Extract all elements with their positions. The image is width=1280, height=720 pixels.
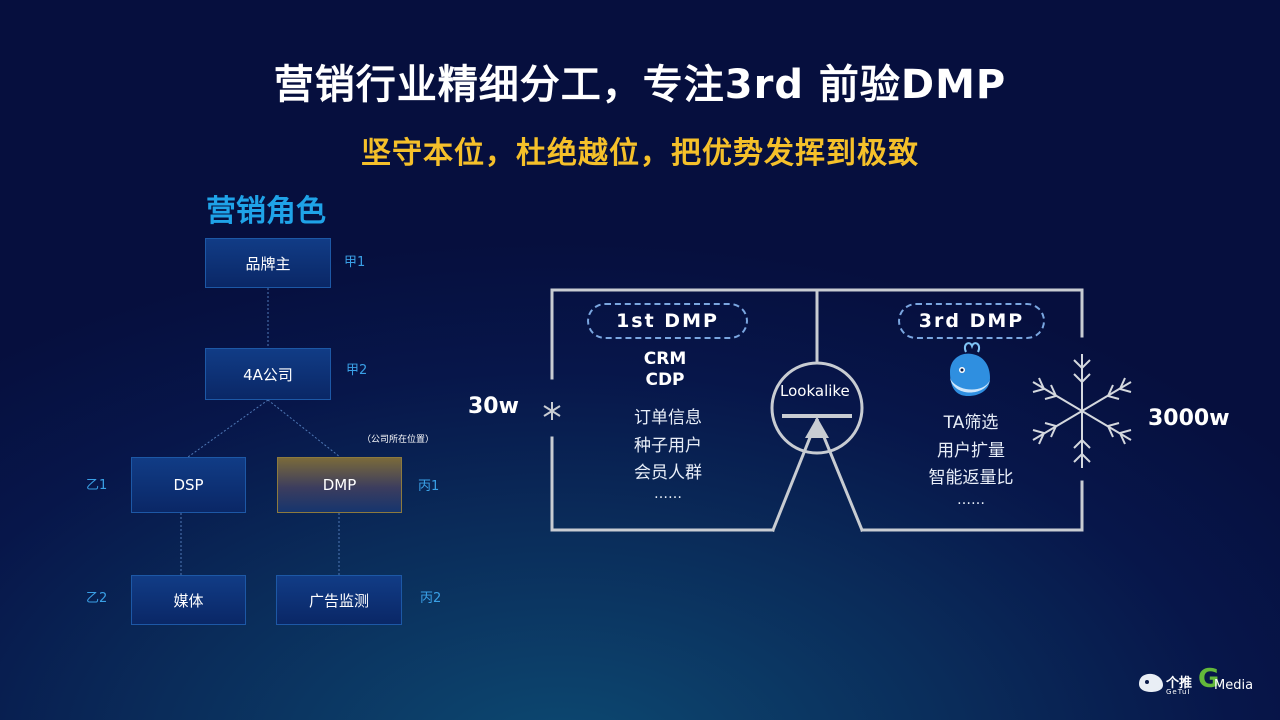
big-snowflake-icon: [1033, 354, 1131, 468]
left-item-order: 订单信息: [608, 403, 728, 428]
left-count: 30w: [468, 394, 519, 419]
right-item-ta: TA筛选: [911, 408, 1031, 433]
lookalike-circle: [772, 363, 862, 453]
pill-1st-dmp: 1st DMP: [587, 303, 748, 339]
getui-logo-icon: [1136, 670, 1166, 694]
left-item-member: 会员人群: [608, 458, 728, 483]
right-item-ratio: 智能返量比: [911, 463, 1031, 488]
pill-3rd-dmp: 3rd DMP: [898, 303, 1045, 339]
left-item-more: ……: [608, 486, 728, 502]
right-item-more: ……: [911, 492, 1031, 508]
getui-logo-sub: GeTuI: [1166, 688, 1190, 696]
lookalike-arrow-head: [805, 417, 829, 438]
right-count: 3000w: [1148, 406, 1230, 431]
left-item-seed: 种子用户: [608, 431, 728, 456]
media-logo-text: Media: [1214, 678, 1253, 693]
left-bold-cdp: CDP: [618, 370, 712, 390]
left-bold-crm: CRM: [618, 349, 712, 369]
right-item-expand: 用户扩量: [911, 436, 1031, 461]
small-snowflake-icon: [544, 402, 560, 420]
whale-icon: [950, 343, 990, 396]
lookalike-label: Lookalike: [780, 382, 850, 400]
